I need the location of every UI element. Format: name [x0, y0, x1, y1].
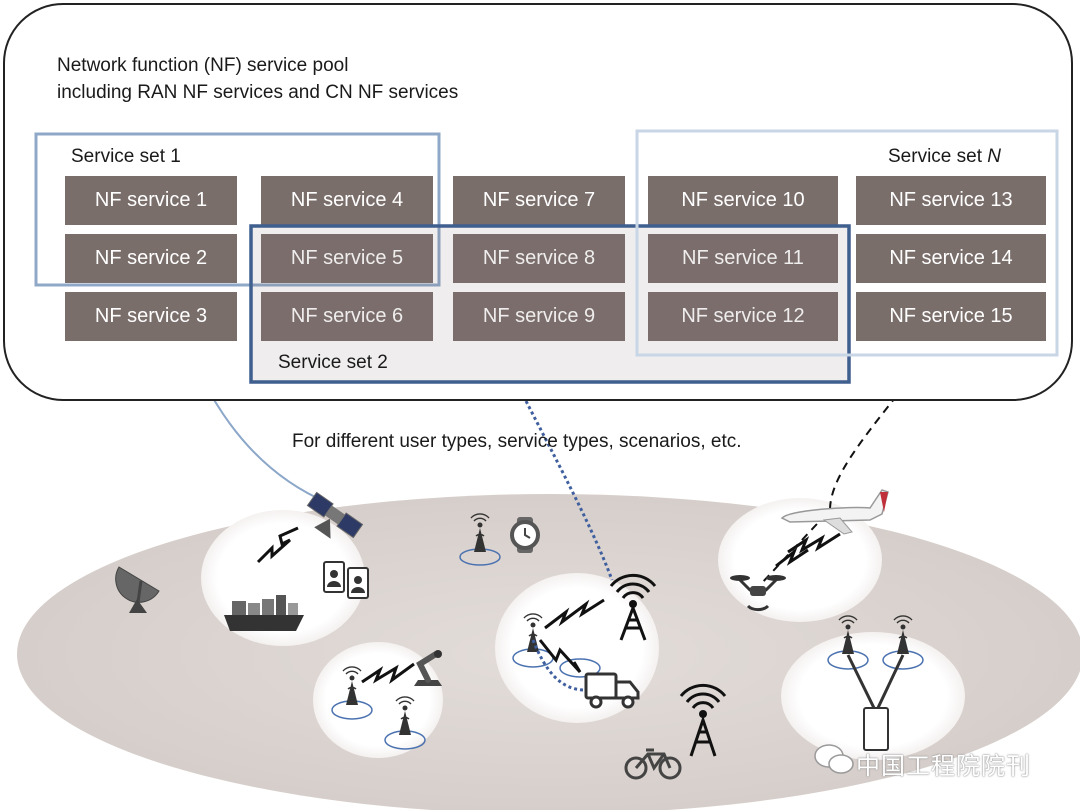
- lightning-icon: [256, 526, 299, 564]
- nf-service-box: NF service 13: [856, 176, 1046, 225]
- scenario-caption: For different user types, service types,…: [292, 431, 742, 452]
- service-set-n-frame: [635, 129, 1059, 357]
- drone-icon: [730, 575, 786, 612]
- nf-service-box: NF service 9: [453, 292, 625, 341]
- lightning-icon: [787, 532, 841, 554]
- phone-icon: [863, 707, 889, 751]
- nf-service-box: NF service 1: [65, 176, 237, 225]
- pool-title-line2: including RAN NF services and CN NF serv…: [57, 82, 459, 103]
- service-set-1-frame: [34, 132, 441, 287]
- service-set-n-prefix: Service set: [888, 146, 988, 167]
- setN-connection-line: [759, 339, 941, 586]
- nf-service-box: NF service 11: [648, 234, 838, 283]
- ship-icon: [224, 595, 304, 631]
- lightning-icon: [775, 547, 809, 568]
- bicycle-icon: [624, 748, 682, 780]
- smartwatch-icon: [510, 517, 540, 553]
- set2-connection-line: [516, 384, 614, 581]
- truck-icon: [584, 672, 640, 709]
- satellite-dish-icon: [115, 566, 160, 613]
- service-set-n-variable: N: [987, 146, 1001, 167]
- lightning-icon: [538, 639, 582, 674]
- robot-arm-icon: [414, 650, 442, 686]
- nf-service-box: NF service 14: [856, 234, 1046, 283]
- lightning-icon: [544, 598, 605, 630]
- nf-service-box: NF service 15: [856, 292, 1046, 341]
- nf-service-box: NF service 3: [65, 292, 237, 341]
- service-set-n-label: Service set N: [888, 146, 1001, 168]
- video-call-icon: [323, 561, 369, 599]
- satellite-icon: [306, 491, 364, 539]
- pool-title-line1: Network function (NF) service pool: [57, 55, 349, 76]
- nf-service-box: NF service 8: [453, 234, 625, 283]
- watermark: 中国工程院院刊: [856, 752, 1031, 780]
- nf-service-box: NF service 4: [261, 176, 433, 225]
- nf-service-box: NF service 10: [648, 176, 838, 225]
- nf-service-box: NF service 12: [648, 292, 838, 341]
- spot-industry: [313, 642, 443, 758]
- pool-title: Network function (NF) service pool inclu…: [57, 52, 458, 106]
- cell-tower-icon: [609, 573, 657, 641]
- spot-multi-link: [781, 632, 965, 760]
- airplane-icon: [780, 489, 889, 535]
- lightning-icon: [361, 662, 415, 684]
- nf-service-box: NF service 6: [261, 292, 433, 341]
- nf-service-box: NF service 5: [261, 234, 433, 283]
- nf-service-box: NF service 7: [453, 176, 625, 225]
- service-set-1-label: Service set 1: [71, 146, 181, 167]
- cell-tower-icon: [679, 683, 727, 757]
- service-set-2-label: Service set 2: [278, 352, 388, 373]
- wechat-icon: [814, 744, 854, 774]
- nf-service-box: NF service 2: [65, 234, 237, 283]
